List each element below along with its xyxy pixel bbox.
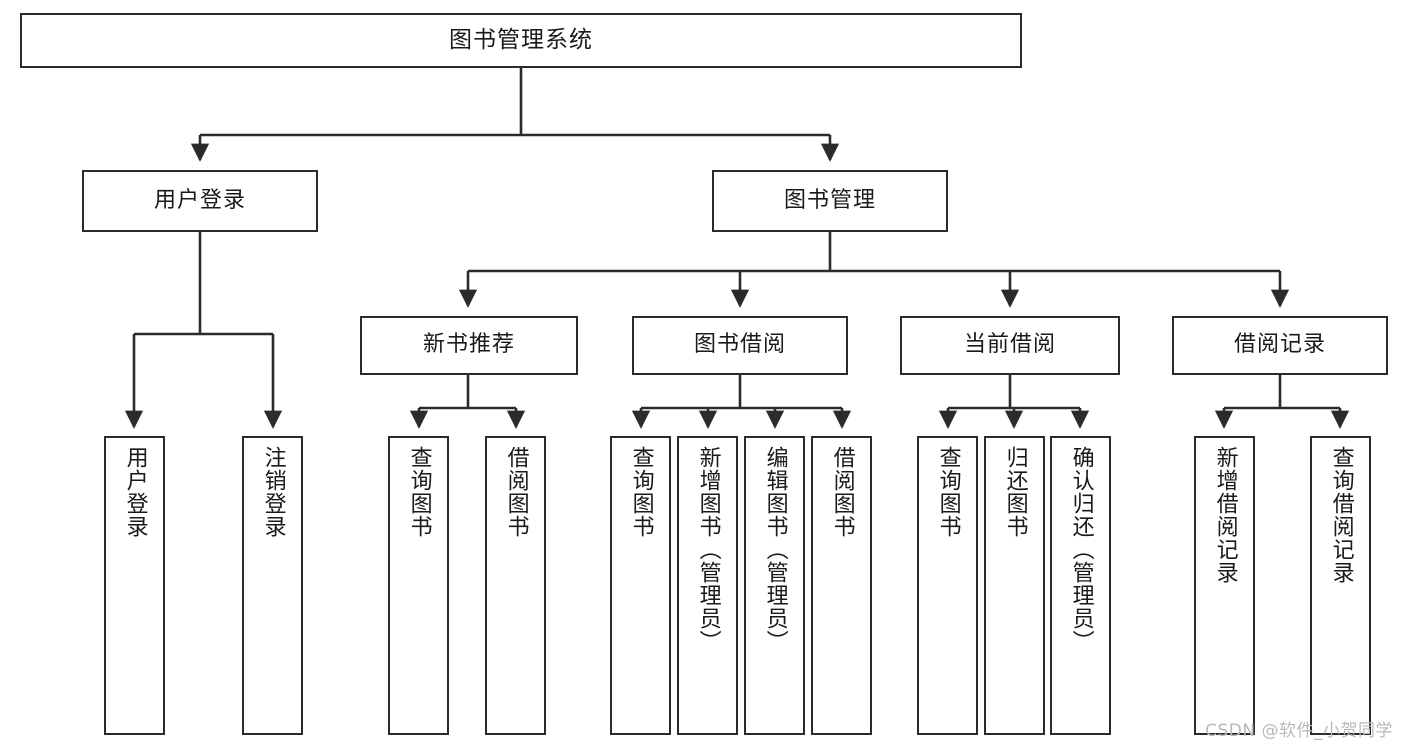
node-new-book-recommend-label: 新书推荐 [422,332,515,358]
node-query-book-3[interactable]: 查询图书 [917,436,978,735]
node-confirm-return-admin-label: 确认归还（管理员） [1068,446,1094,653]
node-current-borrow[interactable]: 当前借阅 [900,316,1120,375]
node-add-book-admin[interactable]: 新增图书（管理员） [677,436,738,735]
node-user-login-leaf-label: 用户登录 [122,446,148,538]
node-confirm-return-admin[interactable]: 确认归还（管理员） [1050,436,1111,735]
node-borrow-book-2[interactable]: 借阅图书 [811,436,872,735]
node-query-book-3-label: 查询图书 [935,446,961,538]
node-user-login-label: 用户登录 [153,187,246,213]
node-borrow-book-2-label: 借阅图书 [829,446,855,538]
node-book-borrow-label: 图书借阅 [693,332,786,358]
node-borrow-record[interactable]: 借阅记录 [1172,316,1388,375]
node-new-book-recommend[interactable]: 新书推荐 [360,316,578,375]
node-book-manage-label: 图书管理 [783,187,876,213]
node-return-book[interactable]: 归还图书 [984,436,1045,735]
node-query-book-1-label: 查询图书 [406,446,432,538]
node-query-book-2[interactable]: 查询图书 [610,436,671,735]
node-user-login-leaf[interactable]: 用户登录 [104,436,165,735]
node-current-borrow-label: 当前借阅 [963,332,1056,358]
watermark: CSDN @软件_小贺同学 [1205,721,1393,741]
node-user-login[interactable]: 用户登录 [82,170,318,232]
node-query-book-2-label: 查询图书 [628,446,654,538]
node-borrow-book-1[interactable]: 借阅图书 [485,436,546,735]
node-edit-book-admin-label: 编辑图书（管理员） [762,446,788,653]
node-logout-leaf[interactable]: 注销登录 [242,436,303,735]
node-query-borrow-record[interactable]: 查询借阅记录 [1310,436,1371,735]
node-query-borrow-record-label: 查询借阅记录 [1328,446,1354,584]
node-edit-book-admin[interactable]: 编辑图书（管理员） [744,436,805,735]
node-add-borrow-record-label: 新增借阅记录 [1212,446,1238,584]
node-book-borrow[interactable]: 图书借阅 [632,316,848,375]
node-add-book-admin-label: 新增图书（管理员） [695,446,721,653]
node-logout-leaf-label: 注销登录 [260,446,286,538]
node-borrow-record-label: 借阅记录 [1233,332,1326,358]
node-return-book-label: 归还图书 [1002,446,1028,538]
node-borrow-book-1-label: 借阅图书 [503,446,529,538]
node-root-label: 图书管理系统 [449,26,593,53]
node-root[interactable]: 图书管理系统 [20,13,1022,68]
node-query-book-1[interactable]: 查询图书 [388,436,449,735]
node-add-borrow-record[interactable]: 新增借阅记录 [1194,436,1255,735]
node-book-manage[interactable]: 图书管理 [712,170,948,232]
